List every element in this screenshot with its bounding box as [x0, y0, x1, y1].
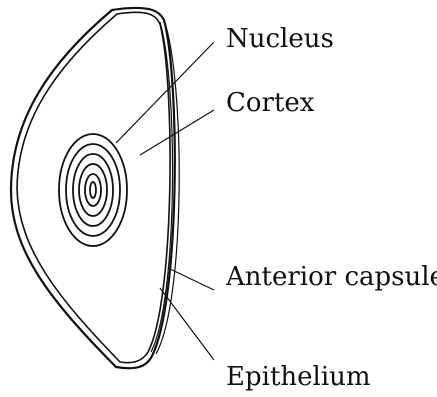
leader-epithelium — [160, 288, 214, 360]
leader-anterior-capsule — [168, 268, 214, 290]
nucleus-rings — [59, 134, 127, 246]
leader-cortex — [140, 110, 214, 155]
label-cortex: Cortex — [226, 88, 314, 118]
label-epithelium: Epithelium — [226, 362, 371, 392]
label-nucleus: Nucleus — [226, 24, 334, 54]
label-anterior-capsule: Anterior capsule — [226, 262, 437, 292]
lens-outline — [11, 8, 175, 368]
